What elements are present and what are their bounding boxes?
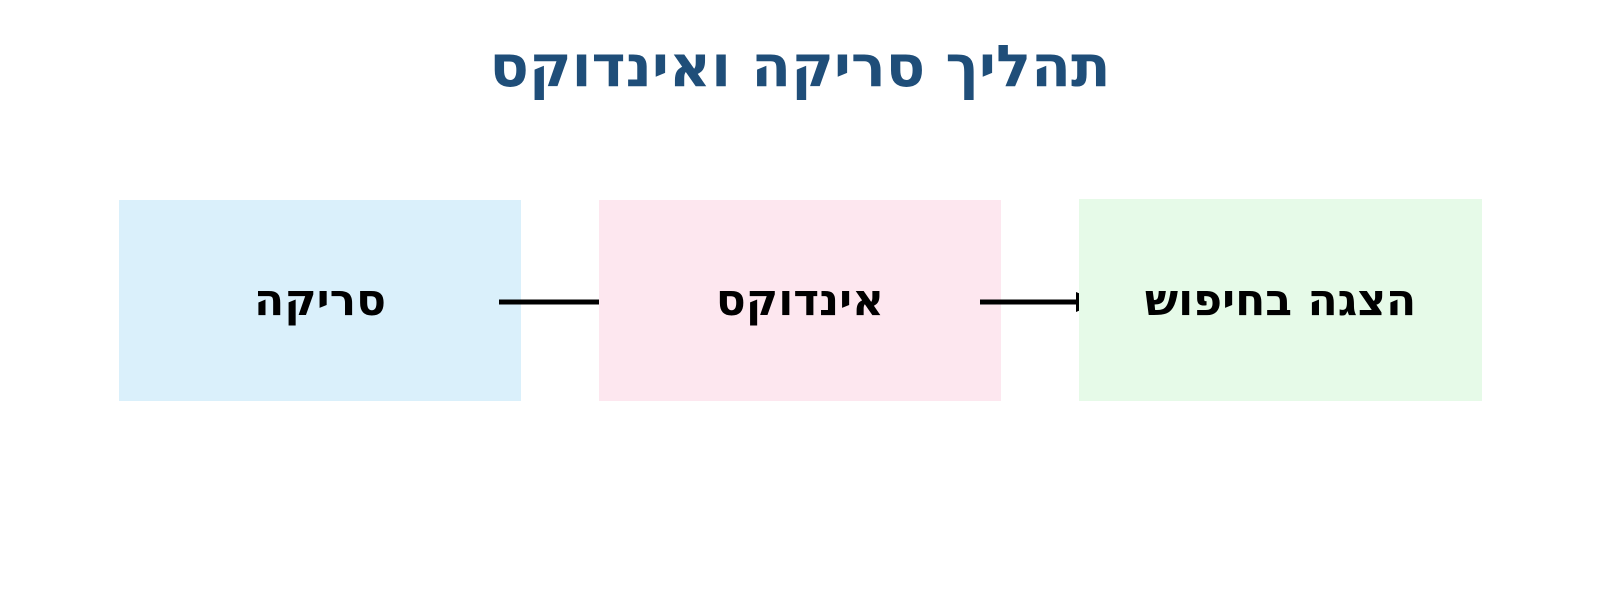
flow-node-search-display: הצגה בחיפוש [1079, 199, 1482, 401]
flow-node-index-label: אינדוקס [715, 275, 885, 326]
page-title: תהליך סריקה ואינדוקס [489, 32, 1111, 100]
flow-node-scan: סריקה [119, 200, 521, 401]
flow-node-index: אינדוקס [599, 200, 1001, 401]
flow-node-scan-label: סריקה [254, 275, 386, 326]
flow-node-search-display-label: הצגה בחיפוש [1144, 274, 1417, 326]
